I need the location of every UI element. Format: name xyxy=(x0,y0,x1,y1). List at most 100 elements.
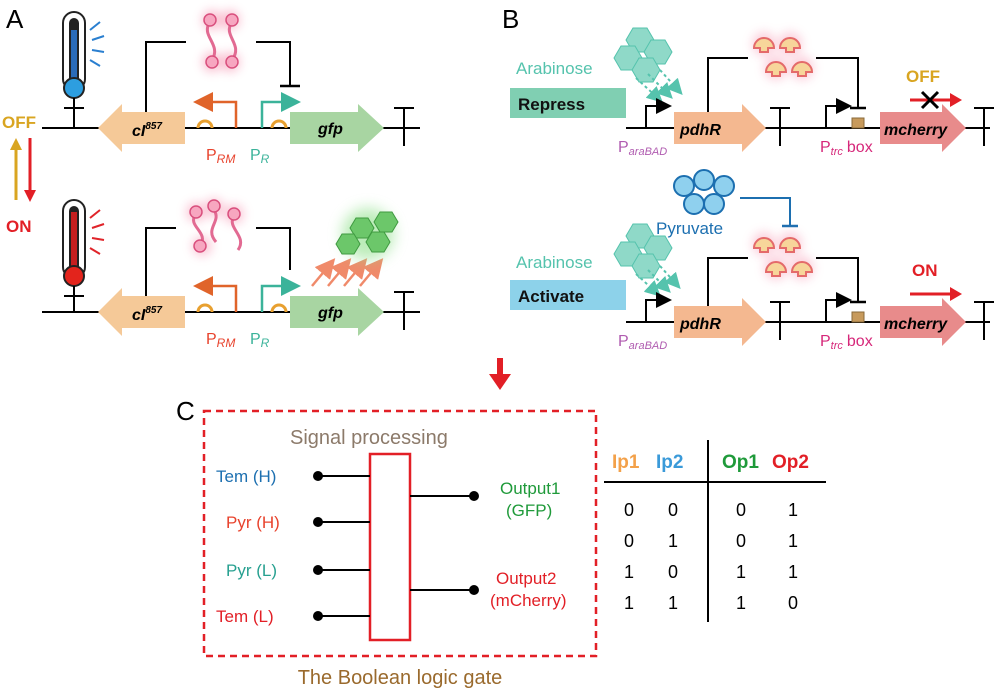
output1-line1: Output1 xyxy=(500,479,561,498)
gfp-protein-icon xyxy=(335,208,399,260)
gene-gfp-label: gfp xyxy=(317,121,343,138)
tt-header-ip1: Ip1 xyxy=(612,452,640,473)
thermometer-cold-icon xyxy=(62,11,105,109)
promoter-para-sub-2: araBAD xyxy=(629,340,668,352)
promoter-ptrc-sub-2: trc xyxy=(831,340,844,352)
tt-cell: 1 xyxy=(668,531,678,551)
tt-cell: 1 xyxy=(788,531,798,551)
promoter-para-main-2: P xyxy=(618,333,629,350)
promoter-para-main: P xyxy=(618,139,629,156)
pdhr-protein-icon-bottom xyxy=(752,232,814,280)
off-label-b: OFF xyxy=(906,67,940,86)
gene-pdhr-arrow xyxy=(674,104,766,152)
promoter-prm-main: P xyxy=(206,147,217,164)
tt-cell: 0 xyxy=(736,500,746,520)
gene-ci-sup: 857 xyxy=(145,121,162,132)
arabinose-icon-bottom xyxy=(613,223,681,297)
promoter-prm-sub: RM xyxy=(217,152,236,166)
arabinose-label-bottom: Arabinose xyxy=(516,253,593,272)
tt-cell: 1 xyxy=(788,562,798,582)
gene-ci-arrow xyxy=(98,104,185,152)
repress-label: Repress xyxy=(518,95,585,114)
output2-line2: (mCherry) xyxy=(490,591,567,610)
tt-header-op2: Op2 xyxy=(772,452,809,473)
tt-cell: 0 xyxy=(788,593,798,613)
panel-letter-a: A xyxy=(6,4,24,34)
gene-mcherry-arrow xyxy=(880,104,966,152)
tt-cell: 1 xyxy=(736,562,746,582)
promoter-pr-sub: R xyxy=(261,152,270,166)
gene-pdhr-label-2: pdhR xyxy=(679,316,721,333)
thermometer-hot-icon xyxy=(62,199,105,297)
logic-gate-frame xyxy=(202,409,598,658)
promoter-pr-main: P xyxy=(250,147,261,164)
svg-text:PRM: PRM xyxy=(206,331,235,350)
svg-text:cI857: cI857 xyxy=(132,305,162,324)
gene-ci-label: cI xyxy=(132,123,146,140)
tt-cell: 1 xyxy=(624,562,634,582)
promoter-ptrc-main: P xyxy=(820,139,831,156)
output1-line2: (GFP) xyxy=(506,501,552,520)
input-pyr-l: Pyr (L) xyxy=(226,561,277,580)
tt-cell: 0 xyxy=(624,531,634,551)
denatured-ci-icon xyxy=(186,198,244,256)
input-tem-l: Tem (L) xyxy=(216,607,274,626)
promoter-para-sub: araBAD xyxy=(629,146,668,158)
expression-arrows xyxy=(311,258,384,287)
tt-header-ip2: Ip2 xyxy=(656,452,683,473)
svg-text:PRM: PRM xyxy=(206,147,235,166)
tt-cell: 0 xyxy=(624,500,634,520)
construct-a-on: cI857 gfp PRM PR xyxy=(42,198,420,350)
activate-label: Activate xyxy=(518,287,584,306)
panel-letter-c: C xyxy=(176,396,195,426)
gate-caption: The Boolean logic gate xyxy=(298,667,503,689)
gene-mcherry-label: mcherry xyxy=(884,122,948,139)
panel-letter-b: B xyxy=(502,4,519,34)
promoter-ptrc-main-2: P xyxy=(820,333,831,350)
input-tem-h: Tem (H) xyxy=(216,467,276,486)
panel-a: OFF ON xyxy=(2,10,420,350)
promoter-pr-main-2: P xyxy=(250,331,261,348)
off-label-a: OFF xyxy=(2,113,36,132)
promoter-prm-sub-2: RM xyxy=(217,336,236,350)
tt-cell: 1 xyxy=(788,500,798,520)
tt-cell: 1 xyxy=(668,593,678,613)
down-arrow-icon xyxy=(489,358,511,390)
panel-c: Signal processing The Boolean logic gate… xyxy=(202,409,826,689)
pdhr-protein-icon-top xyxy=(752,32,814,80)
gene-pdhr-label: pdhR xyxy=(679,122,721,139)
signal-processing-label: Signal processing xyxy=(290,427,448,449)
activate-box xyxy=(510,280,626,310)
tt-header-op1: Op1 xyxy=(722,452,759,473)
construct-a-off: cI857 gfp PRM PR xyxy=(42,10,420,166)
repress-box xyxy=(510,88,626,118)
gene-mcherry-label-2: mcherry xyxy=(884,316,948,333)
on-label-a: ON xyxy=(6,217,32,236)
pyruvate-label: Pyruvate xyxy=(656,219,723,238)
output2-line1: Output2 xyxy=(496,569,557,588)
promoter-prm-main-2: P xyxy=(206,331,217,348)
pyruvate-icon xyxy=(673,169,735,215)
promoter-ptrc-sub: trc xyxy=(831,146,844,158)
tt-cell: 1 xyxy=(736,593,746,613)
switch-arrows xyxy=(10,138,36,202)
box-label: box xyxy=(847,139,873,156)
logic-gate-block xyxy=(368,452,412,642)
svg-text:PR: PR xyxy=(250,147,270,166)
box-label-2: box xyxy=(847,333,873,350)
gene-gfp-arrow xyxy=(290,104,384,152)
arabinose-label-top: Arabinose xyxy=(516,59,593,78)
gene-ci-sup-2: 857 xyxy=(145,305,162,316)
input-pyr-h: Pyr (H) xyxy=(226,513,280,532)
svg-text:cI857: cI857 xyxy=(132,121,162,140)
svg-text:ParaBAD: ParaBAD xyxy=(618,333,667,352)
tt-cell: 1 xyxy=(624,593,634,613)
gene-ci-label-2: cI xyxy=(132,307,146,324)
ci-repressor-icon xyxy=(202,10,240,72)
panel-b: Arabinose Repress ParaBAD pdhR xyxy=(510,27,994,352)
tt-cell: 0 xyxy=(668,500,678,520)
